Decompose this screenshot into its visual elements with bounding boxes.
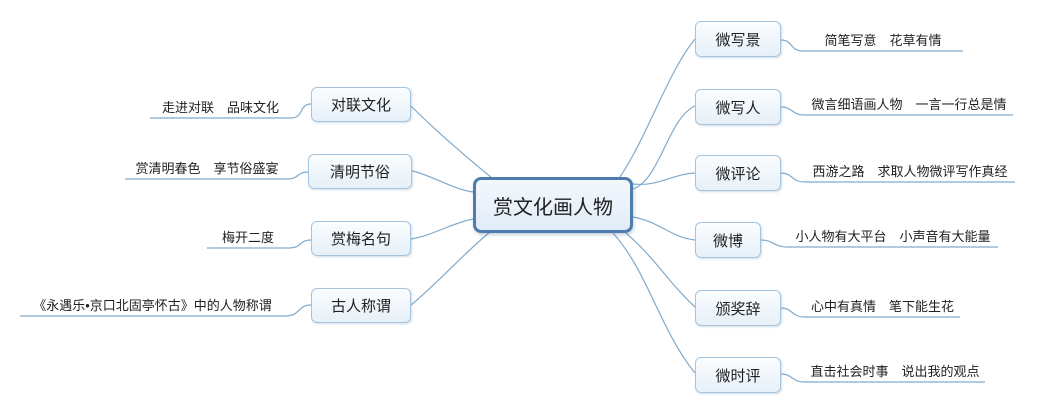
topic-qingming-jiesu[interactable]: 清明节俗 [308,154,412,189]
topic-weibo[interactable]: 微博 [695,222,761,258]
topic-wei-xieren[interactable]: 微写人 [695,89,781,125]
topic-shangmei-mingju[interactable]: 赏梅名句 [311,221,411,256]
topic-label: 微写景 [715,31,761,49]
note-guren[interactable]: 《永遇乐•京口北固亭怀古》中的人物称谓 [33,298,272,313]
note-qingming[interactable]: 赏清明春色 享节俗盛宴 [135,161,279,176]
topic-banjiangci[interactable]: 颁奖辞 [695,290,781,326]
connector-central-left-0 [410,105,493,179]
connector-central-left-2 [410,218,474,240]
connector-note-right-3 [760,239,998,248]
connector-note-left-3 [20,304,312,317]
topic-label: 微评论 [715,165,761,183]
note-xiejing[interactable]: 简笔写意 花草有情 [824,33,942,48]
connector-central-right-1 [632,105,696,190]
topic-wei-xiejing[interactable]: 微写景 [695,21,781,57]
note-banjiangci[interactable]: 心中有真情 笔下能生花 [810,299,954,314]
topic-label: 微写人 [715,99,761,117]
central-topic[interactable]: 赏文化画人物 [473,177,633,233]
topic-wei-pinglun[interactable]: 微评论 [695,155,781,191]
topic-label: 清明节俗 [329,164,390,181]
topic-label: 微博 [712,232,743,250]
connector-note-right-4 [780,307,960,318]
note-duilian[interactable]: 走进对联 品味文化 [161,100,279,115]
topic-label: 微时评 [715,367,761,385]
connector-note-left-1 [125,171,309,180]
note-pinglun[interactable]: 西游之路 求取人物微评写作真经 [812,164,1008,179]
topic-guren-chengwei[interactable]: 古人称谓 [311,288,411,323]
note-weibo[interactable]: 小人物有大平台 小声音有大能量 [795,229,991,244]
note-shiping[interactable]: 直击社会时事 说出我的观点 [810,364,980,379]
connector-note-right-2 [780,172,1015,183]
topic-duilian-wenhua[interactable]: 对联文化 [311,87,411,122]
central-topic-label: 赏文化画人物 [493,196,613,219]
topic-label: 赏梅名句 [330,231,391,248]
topic-label: 古人称谓 [330,298,391,315]
connector-central-left-3 [410,231,491,306]
connector-central-right-4 [625,232,696,308]
connector-note-right-0 [780,39,963,52]
note-xieren[interactable]: 微言细语画人物 一言一行总是情 [811,97,1007,112]
connector-central-left-1 [411,170,474,193]
topic-label: 颁奖辞 [715,300,761,318]
connector-note-left-0 [150,103,312,119]
topic-wei-shiping[interactable]: 微时评 [695,357,781,393]
connector-note-right-5 [780,373,985,383]
note-shangmei[interactable]: 梅开二度 [221,230,274,245]
connector-central-right-3 [632,216,696,241]
connector-note-left-2 [207,239,312,249]
connector-central-right-0 [619,38,696,178]
connector-note-right-1 [780,106,1013,116]
topic-label: 对联文化 [330,97,391,114]
connector-central-right-5 [612,232,696,374]
connector-central-right-2 [632,172,696,186]
